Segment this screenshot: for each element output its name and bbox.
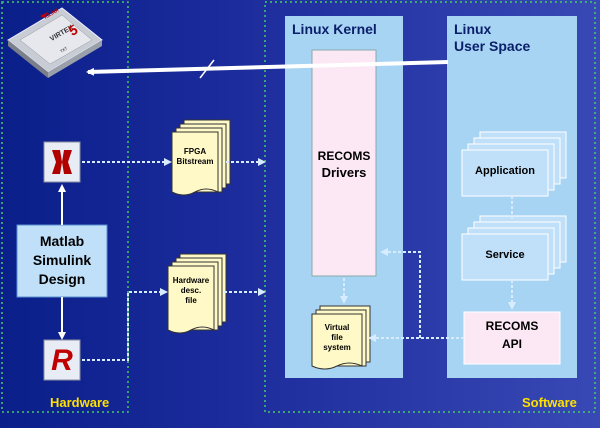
application-label: Application [475, 165, 535, 177]
bitstream-label-line2: Bitstream [176, 157, 214, 166]
vfs-label-line3: system [323, 343, 351, 352]
hardware-region-border [1, 1, 129, 413]
vfs-label-line2: file [331, 333, 343, 342]
drivers-label-line1: RECOMS [317, 149, 371, 163]
user-space-title-line1: Linux [454, 21, 492, 37]
hwdesc-label-line3: file [185, 296, 197, 305]
simulink-label-line3: Design [38, 271, 86, 287]
service-label: Service [485, 249, 525, 261]
simulink-box [16, 224, 108, 298]
arrow-to-fpga [86, 60, 449, 76]
drivers-label-line2: Drivers [321, 165, 367, 180]
arrow-recoms-to-hwdesc [82, 288, 168, 361]
software-region-label: Software [522, 395, 577, 410]
vfs-doc-stack [311, 305, 371, 370]
fpga-chip-icon [7, 7, 103, 78]
simulink-label-line1: Matlab [39, 233, 85, 249]
application-stack [461, 131, 567, 197]
hwdesc-doc-stack [167, 253, 227, 334]
svg-text:R: R [51, 344, 73, 377]
bitstream-label-line1: FPGA [183, 147, 207, 156]
api-box [463, 311, 561, 365]
api-label-line2: API [501, 337, 522, 351]
hardware-region-label: Hardware [50, 395, 110, 410]
api-label-line1: RECOMS [485, 319, 539, 333]
hwdesc-label-line2: desc. [180, 286, 202, 295]
drivers-box [311, 49, 377, 277]
xilinx-logo-icon [43, 141, 81, 183]
vfs-label-line1: Virtual [324, 323, 350, 332]
bitstream-doc-stack [171, 119, 231, 196]
software-region-border [264, 1, 596, 413]
arrow-api-to-drivers [380, 248, 421, 338]
arrow-break-mark [199, 59, 215, 79]
hwdesc-label-line1: Hardware [172, 276, 210, 285]
simulink-label-line2: Simulink [32, 252, 92, 268]
recoms-logo-icon: R [43, 339, 81, 381]
user-space-title-line2: User Space [454, 38, 531, 54]
kernel-title: Linux Kernel [292, 21, 377, 37]
service-stack [461, 215, 567, 281]
